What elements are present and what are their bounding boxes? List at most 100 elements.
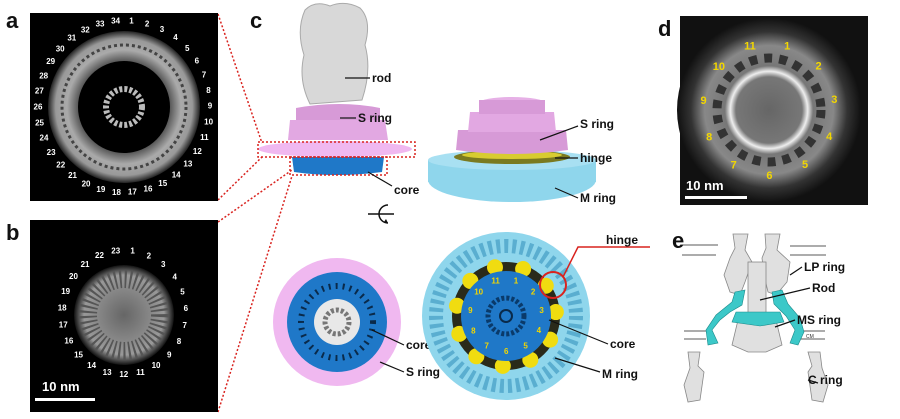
hinge-blob xyxy=(486,259,503,276)
label-cm: CM xyxy=(806,334,814,340)
subunit-number: 6 xyxy=(504,347,509,356)
subunit-number: 34 xyxy=(111,17,120,26)
subunit-number: 29 xyxy=(46,57,55,66)
label-c-ring: C ring xyxy=(808,373,843,387)
panel-label-a: a xyxy=(6,8,19,33)
subunit-number: 4 xyxy=(826,131,833,143)
subunit-number: 1 xyxy=(784,40,790,52)
subunit-number: 14 xyxy=(172,170,181,179)
tilted-view-model: S ring hinge M ring xyxy=(428,97,616,205)
subunit-number: 2 xyxy=(531,287,536,296)
panel-e: e LP ring Rod MS ring CM C ring xyxy=(672,228,845,403)
subunit-number: 17 xyxy=(128,188,137,197)
panel-label-e: e xyxy=(672,228,684,253)
subunit-number: 18 xyxy=(58,304,67,313)
subunit-number: 7 xyxy=(182,321,187,330)
subunit-number: 10 xyxy=(152,361,161,370)
subunit-number: 18 xyxy=(112,188,121,197)
subunit-number: 1 xyxy=(130,247,135,256)
scale-bar-d xyxy=(685,196,747,199)
label-lp-ring: LP ring xyxy=(804,260,845,274)
subunit-number: 14 xyxy=(87,361,96,370)
subunit-number: 28 xyxy=(39,71,48,80)
scale-bar-b xyxy=(35,398,95,401)
subunit-number: 5 xyxy=(185,44,190,53)
class-average-d xyxy=(677,18,861,202)
subunit-number: 6 xyxy=(195,56,200,65)
subunit-number: 27 xyxy=(35,87,44,96)
subunit-number: 19 xyxy=(61,287,70,296)
subunit-number: 4 xyxy=(173,273,178,282)
core-density xyxy=(292,157,384,175)
subunit-number: 9 xyxy=(701,95,707,107)
subunit-number: 9 xyxy=(468,306,473,315)
subunit-number: 10 xyxy=(474,288,483,297)
s-ring-density xyxy=(258,141,412,157)
subunit-number: 6 xyxy=(184,304,189,313)
rotate-arrow-icon xyxy=(368,204,394,224)
subunit-number: 16 xyxy=(144,185,153,194)
subunit-number: 1 xyxy=(514,277,519,286)
scale-bar-label-d: 10 nm xyxy=(686,178,724,193)
subunit-number: 8 xyxy=(177,337,182,346)
panel-b: b 1234567891011121314151617181920212223 … xyxy=(6,220,218,412)
label-m-ring-tilted: M ring xyxy=(580,191,616,205)
subunit-number: 23 xyxy=(47,148,56,157)
label-hinge-right: hinge xyxy=(606,233,638,247)
top-view-model-left: core S ring xyxy=(273,258,440,386)
subunit-number: 6 xyxy=(766,170,772,182)
label-core-left: core xyxy=(406,338,432,352)
label-ms-ring: MS ring xyxy=(797,313,841,327)
subunit-number: 15 xyxy=(158,179,167,188)
subunit-number: 5 xyxy=(802,159,808,171)
membrane-lines xyxy=(682,244,826,340)
side-view-model: rod S ring core xyxy=(257,2,420,197)
scale-bar-label-b: 10 nm xyxy=(42,379,80,394)
subunit-number: 11 xyxy=(491,277,500,286)
subunit-number: 12 xyxy=(119,370,128,379)
panel-label-b: b xyxy=(6,220,19,245)
rod-density xyxy=(103,86,145,128)
hinge-densities xyxy=(449,259,564,374)
subunit-number: 10 xyxy=(713,61,725,73)
subunit-number: 2 xyxy=(816,60,822,72)
subunit-number: 22 xyxy=(95,251,104,260)
subunit-number: 19 xyxy=(96,185,105,194)
subunit-number: 7 xyxy=(202,71,207,80)
subunit-number: 13 xyxy=(103,368,112,377)
subunit-number: 33 xyxy=(96,20,105,29)
label-s-ring: S ring xyxy=(358,111,392,125)
subunit-number: 32 xyxy=(81,25,90,34)
subunit-number: 25 xyxy=(35,118,44,127)
subunit-number: 11 xyxy=(744,41,756,53)
subunit-number: 20 xyxy=(82,179,91,188)
subunit-number: 3 xyxy=(161,260,166,269)
subunit-number: 5 xyxy=(180,288,185,297)
subunit-number: 31 xyxy=(67,34,76,43)
core-density xyxy=(461,271,551,361)
subunit-number: 21 xyxy=(68,171,77,180)
subunit-number: 3 xyxy=(539,306,544,315)
hinge-blob xyxy=(494,357,511,374)
label-s-ring-tilted: S ring xyxy=(580,117,614,131)
label-s-ring-left: S ring xyxy=(406,365,440,379)
label-hinge-tilted: hinge xyxy=(580,151,612,165)
subunit-number: 20 xyxy=(69,272,78,281)
subunit-number: 2 xyxy=(147,251,152,260)
subunit-number: 4 xyxy=(173,33,178,42)
label-rod: rod xyxy=(372,71,391,85)
rod-density xyxy=(314,299,360,345)
subunit-number: 17 xyxy=(59,321,68,330)
hinge-blob xyxy=(449,297,466,314)
subunit-number: 12 xyxy=(193,147,202,156)
hinge-highlight-circle xyxy=(539,271,567,299)
subunit-number: 24 xyxy=(40,134,49,143)
subunit-number: 3 xyxy=(831,94,837,106)
label-core: core xyxy=(394,183,420,197)
